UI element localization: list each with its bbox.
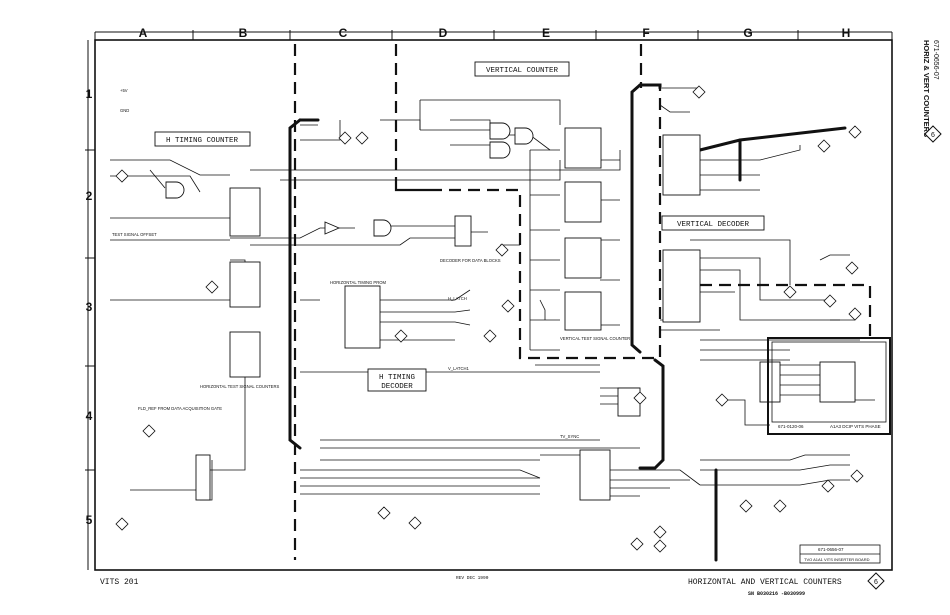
gate-u53	[165, 181, 185, 199]
column-label-h: H	[842, 26, 851, 40]
wire-net	[110, 87, 875, 501]
gate-u60	[514, 127, 534, 145]
side-diamond-badge: 6	[924, 125, 942, 143]
decoder-data-blocks-label: DECODER FOR DATA BLOCKS	[440, 258, 501, 263]
plus5v-label: +5V	[120, 88, 128, 93]
svg-text:H TIMING COUNTER: H TIMING COUNTER	[166, 137, 239, 145]
circuit-notes: TEST SIGNAL OFFSET HORIZONTAL TEST SIGNA…	[112, 88, 633, 439]
ic-u45	[662, 134, 701, 196]
gate-u56	[373, 219, 392, 237]
column-label-d: D	[439, 26, 448, 40]
footer-diamond-badge: 6	[867, 572, 885, 590]
ref-board-name: TVO A1A1 VITS INSERTER BOARD	[804, 557, 870, 562]
bus-lines	[288, 83, 847, 562]
gate-u58c	[489, 141, 511, 159]
footer-left-title: VITS 201	[100, 578, 139, 587]
ic-u41-3	[564, 237, 602, 279]
side-number: 671-0656-07	[932, 40, 939, 80]
a1a3-board-label: A1A3 DCIP VITS PHASE	[830, 424, 881, 429]
ic-u43	[229, 261, 261, 308]
footer-main-title: HORIZONTAL AND VERTICAL COUNTERS	[688, 578, 842, 587]
svg-text:VERTICAL DECODER: VERTICAL DECODER	[677, 221, 750, 229]
horizontal-timing-prom-label: HORIZONTAL TIMING PROM	[330, 280, 387, 285]
vertical-counter-title: VERTICAL COUNTER	[474, 61, 570, 77]
column-labels: A B C D E F G H	[139, 26, 851, 40]
row-label-4: 4	[86, 409, 93, 423]
ic-u42	[195, 454, 211, 501]
vertical-test-counters-label: VERTICAL TEST SIGNAL COUNTERS	[560, 336, 633, 341]
h-timing-counter-title: H TIMING COUNTER	[154, 131, 251, 147]
tv-sync-label: TV_SYNC	[560, 434, 579, 439]
ic-u41-1	[564, 127, 602, 169]
section-dividers	[293, 44, 872, 560]
side-title-block: HORIZ & VERT COUNTERS 671-0656-07	[922, 40, 939, 137]
ic-u44	[229, 331, 261, 378]
ic-packages	[195, 127, 856, 501]
side-title: HORIZ & VERT COUNTERS	[922, 40, 931, 137]
ic-u41-2	[564, 181, 602, 223]
ic-u41-4	[564, 291, 602, 331]
column-label-a: A	[139, 26, 148, 40]
ic-u12	[579, 449, 611, 501]
svg-text:6: 6	[931, 132, 935, 139]
row-labels: 1 2 3 4 5	[86, 87, 93, 527]
column-label-f: F	[642, 26, 649, 40]
ic-u39	[819, 361, 856, 403]
gnd-label: GND	[120, 108, 129, 113]
row-label-2: 2	[86, 189, 93, 203]
column-label-g: G	[743, 26, 752, 40]
a1a3-board	[767, 337, 891, 435]
row-label-5: 5	[86, 513, 93, 527]
vertical-counter-boundary	[394, 180, 430, 192]
row-label-3: 3	[86, 300, 93, 314]
column-label-b: B	[239, 26, 248, 40]
row-label-1: 1	[86, 87, 93, 101]
footer-serial-range: SN B030216 -B030999	[748, 591, 805, 597]
row-ticks	[85, 149, 95, 471]
h-timing-decoder-title: H TIMING DECODER	[367, 368, 427, 392]
gate-u58b	[489, 122, 511, 140]
svg-text:DECODER: DECODER	[381, 383, 413, 391]
ic-u58	[454, 215, 472, 247]
vertical-decoder-title: VERTICAL DECODER	[661, 215, 765, 231]
test-point-markers	[115, 85, 864, 553]
h-latch-label: H_LATCH	[448, 296, 467, 301]
test-signal-offset-label: TEST SIGNAL OFFSET	[112, 232, 157, 237]
ic-u47	[617, 387, 641, 417]
ref-board-box	[799, 544, 881, 564]
svg-text:6: 6	[874, 579, 878, 586]
footer-revision: REV DEC 1990	[456, 575, 489, 581]
horizontal-test-counters-label: HORIZONTAL TEST SIGNAL COUNTERS	[200, 384, 279, 389]
ic-u46	[662, 249, 701, 323]
v-latch-label: V_LATCH1	[448, 366, 470, 371]
column-ticks	[192, 30, 799, 40]
gate-u58a	[324, 221, 341, 235]
column-label-e: E	[542, 26, 550, 40]
logic-gates	[165, 122, 534, 237]
svg-text:VERTICAL COUNTER: VERTICAL COUNTER	[486, 67, 559, 75]
ic-phase	[759, 361, 781, 403]
svg-text:H TIMING: H TIMING	[379, 374, 416, 382]
a1a3-board-part: 671-0120-06	[778, 424, 804, 429]
ic-u28	[344, 285, 381, 349]
fld-ref-note-label: FLD_REF FROM DATA ACQUISITION GATE	[138, 406, 222, 411]
ref-board-number: 671-0656-07	[818, 547, 844, 552]
column-label-c: C	[339, 26, 348, 40]
ic-u48	[229, 187, 261, 237]
